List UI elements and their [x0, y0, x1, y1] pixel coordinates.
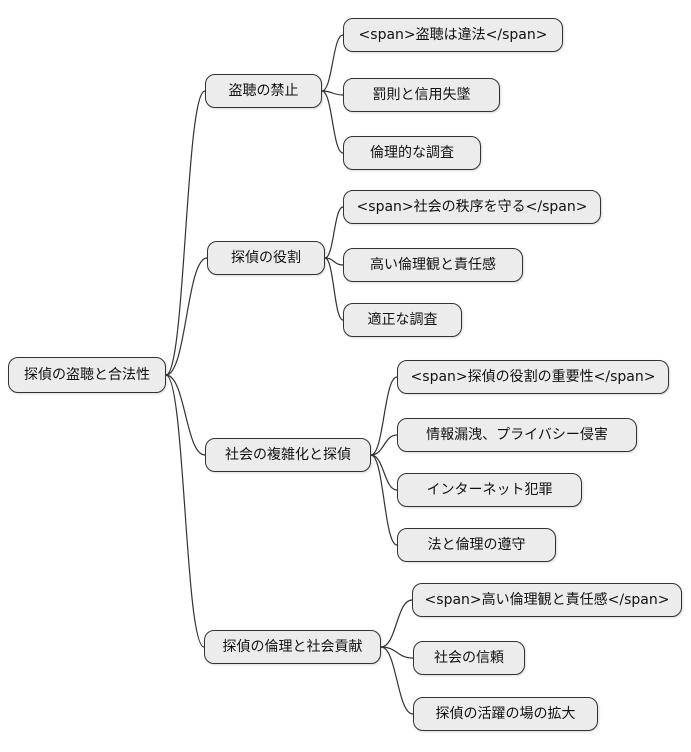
leaf-node-4-2: 社会の信頼 — [413, 641, 525, 675]
edge-branch3-leaf4 — [370, 454, 398, 546]
leaf-node-1-2: 罰則と信用失墜 — [343, 78, 500, 112]
leaf-node-3-4: 法と倫理の遵守 — [397, 528, 556, 562]
edge-branch2-leaf2 — [324, 257, 344, 266]
edge-root-branch-4 — [165, 374, 205, 648]
leaf-node-2-1: <span>社会の秩序を守る</span> — [343, 190, 601, 224]
edge-root-branch-1 — [165, 90, 206, 376]
edge-root-branch-2 — [165, 257, 208, 376]
branch-node-3: 社会の複雑化と探偵 — [205, 438, 371, 472]
edge-branch1-leaf3 — [321, 90, 344, 154]
edge-branch2-leaf3 — [324, 257, 344, 321]
edge-root-branch-3 — [165, 374, 206, 456]
leaf-node-4-3: 探偵の活躍の場の拡大 — [413, 697, 598, 731]
edge-branch3-leaf3 — [370, 454, 398, 491]
leaf-node-2-2: 高い倫理観と責任感 — [343, 248, 523, 282]
root-node: 探偵の盗聴と合法性 — [8, 357, 166, 393]
leaf-node-3-3: インターネット犯罪 — [397, 473, 582, 507]
leaf-node-3-2: 情報漏洩、プライバシー侵害 — [397, 418, 637, 452]
edge-branch3-leaf2 — [370, 434, 398, 456]
branch-node-1: 盗聴の禁止 — [205, 74, 322, 108]
edge-branch1-leaf2 — [321, 90, 344, 96]
edge-branch4-leaf1 — [380, 599, 413, 648]
leaf-node-4-1: <span>高い倫理観と責任感</span> — [412, 583, 682, 617]
leaf-node-1-1: <span>盗聴は違法</span> — [343, 18, 563, 52]
edge-branch1-leaf1 — [321, 34, 344, 92]
edge-branch3-leaf1 — [370, 376, 398, 456]
edge-branch2-leaf1 — [324, 206, 344, 259]
leaf-node-1-3: 倫理的な調査 — [343, 136, 481, 170]
leaf-node-2-3: 適正な調査 — [343, 303, 462, 337]
edge-branch4-leaf2 — [380, 646, 414, 659]
branch-node-4: 探偵の倫理と社会貢献 — [204, 630, 381, 664]
branch-node-2: 探偵の役割 — [207, 241, 325, 275]
edge-branch4-leaf3 — [380, 646, 414, 715]
leaf-node-3-1: <span>探偵の役割の重要性</span> — [397, 360, 669, 394]
